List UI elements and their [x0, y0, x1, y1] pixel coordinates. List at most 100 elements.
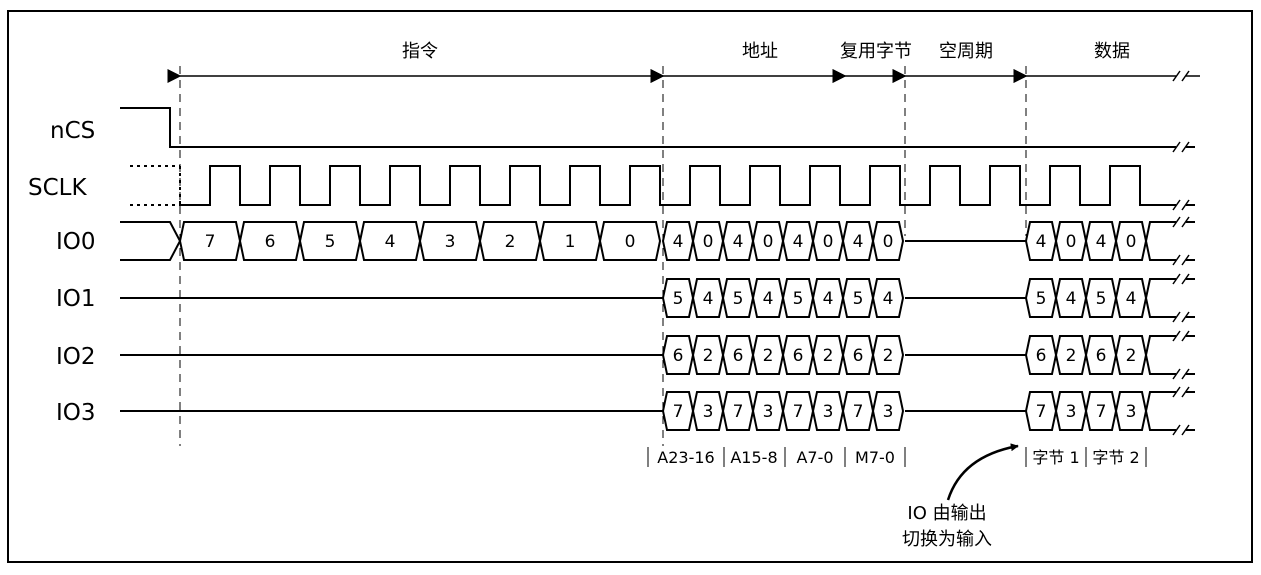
io0-bit: 4 [853, 232, 864, 252]
io3-bit: 7 [733, 402, 744, 422]
sclk-waveform [180, 165, 1195, 206]
io2-data-bit: 2 [1066, 346, 1077, 366]
break-mark [1172, 273, 1190, 285]
break-mark [1172, 216, 1190, 228]
break-mark [1172, 311, 1190, 323]
instruction-bit: 2 [505, 232, 516, 252]
break-gap [1176, 425, 1186, 435]
break-gap [1176, 387, 1186, 397]
io0-bit: 4 [733, 232, 744, 252]
io2-data-bit: 6 [1096, 346, 1107, 366]
instruction-bit-cell [598, 221, 662, 261]
io2-bit: 2 [763, 346, 774, 366]
io1-bit-cell [871, 278, 905, 318]
io3-bit: 3 [883, 402, 894, 422]
io2-bit: 2 [703, 346, 714, 366]
break-mark [1172, 386, 1190, 398]
break-mark [1172, 70, 1190, 82]
direction-change-arrow [946, 443, 1019, 501]
break-marks [1172, 70, 1190, 436]
io2-data-bit: 2 [1126, 346, 1137, 366]
io3-data-bit: 7 [1036, 402, 1047, 422]
break-gap [1176, 217, 1186, 227]
io3-bit: 7 [673, 402, 684, 422]
break-mark [1172, 368, 1190, 380]
signal-label-io0: IO0 [56, 229, 96, 255]
io1-bit: 4 [703, 289, 714, 309]
io1-bit: 5 [733, 289, 744, 309]
io0-bit: 4 [673, 232, 684, 252]
io3-bit: 7 [853, 402, 864, 422]
break-gap [1176, 71, 1186, 81]
sclk-dotted-extent [130, 165, 181, 206]
break-mark [1172, 424, 1190, 436]
instruction-bit: 3 [445, 232, 456, 252]
io1-bit: 5 [673, 289, 684, 309]
break-gap [1176, 200, 1186, 210]
mode-label: M7-0 [855, 448, 895, 467]
io2-bit: 6 [733, 346, 744, 366]
phase-label-instruction: 指令 [402, 41, 438, 62]
io0-data-bit: 4 [1096, 232, 1107, 252]
io3-data-bit: 3 [1126, 402, 1137, 422]
io3-bit: 7 [793, 402, 804, 422]
io1-bit: 4 [823, 289, 834, 309]
instruction-bit: 1 [565, 232, 576, 252]
io1-bit: 4 [883, 289, 894, 309]
signal-label-ncs: nCS [50, 118, 95, 144]
address-label: A15-8 [730, 448, 777, 467]
phase-label-mode: 复用字节 [840, 41, 912, 62]
address-field-brackets [647, 447, 1147, 467]
break-gap [1176, 142, 1186, 152]
io2-data-bit: 6 [1036, 346, 1047, 366]
io3-bit: 3 [703, 402, 714, 422]
annotation-line-2: 切换为输入 [902, 529, 992, 550]
instruction-bit: 4 [385, 232, 396, 252]
phase-label-data: 数据 [1094, 41, 1130, 62]
address-label: A23-16 [657, 448, 714, 467]
io0-bit: 0 [823, 232, 834, 252]
io3-bit-cell [871, 391, 905, 431]
signal-label-io3: IO3 [56, 400, 96, 426]
ncs-waveform [120, 107, 1195, 148]
break-mark [1172, 141, 1190, 153]
io1-data-bit: 4 [1066, 289, 1077, 309]
io0-bit: 0 [763, 232, 774, 252]
break-gap [1176, 255, 1186, 265]
signal-label-io2: IO2 [56, 344, 96, 370]
io2-bit: 6 [853, 346, 864, 366]
io3-bit: 3 [823, 402, 834, 422]
break-mark [1172, 254, 1190, 266]
instruction-bit: 6 [265, 232, 276, 252]
io0-data-bit: 4 [1036, 232, 1047, 252]
annotation-line-1: IO 由输出 [907, 503, 986, 524]
io0-bit: 0 [703, 232, 714, 252]
io1-data-bit: 5 [1096, 289, 1107, 309]
io0-bit-cell [871, 221, 905, 261]
instruction-bit: 0 [625, 232, 636, 252]
break-mark [1172, 199, 1190, 211]
io2-bit: 6 [793, 346, 804, 366]
io2-bit: 2 [823, 346, 834, 366]
address-label: A7-0 [796, 448, 833, 467]
io2-bit: 6 [673, 346, 684, 366]
io0-bit: 0 [883, 232, 894, 252]
io1-data-bit: 4 [1126, 289, 1137, 309]
io3-data-bit: 7 [1096, 402, 1107, 422]
signal-label-io1: IO1 [56, 286, 96, 312]
break-mark [1172, 330, 1190, 342]
instruction-bit: 7 [205, 232, 216, 252]
break-gap [1176, 312, 1186, 322]
io1-bit: 4 [763, 289, 774, 309]
io3-bit: 3 [763, 402, 774, 422]
phase-label-dummy: 空周期 [939, 41, 993, 62]
io1-bit: 5 [793, 289, 804, 309]
io2-bit-cell [871, 335, 905, 375]
data-byte-label: 字节 1 [1032, 448, 1079, 467]
io0-data-bit: 0 [1126, 232, 1137, 252]
